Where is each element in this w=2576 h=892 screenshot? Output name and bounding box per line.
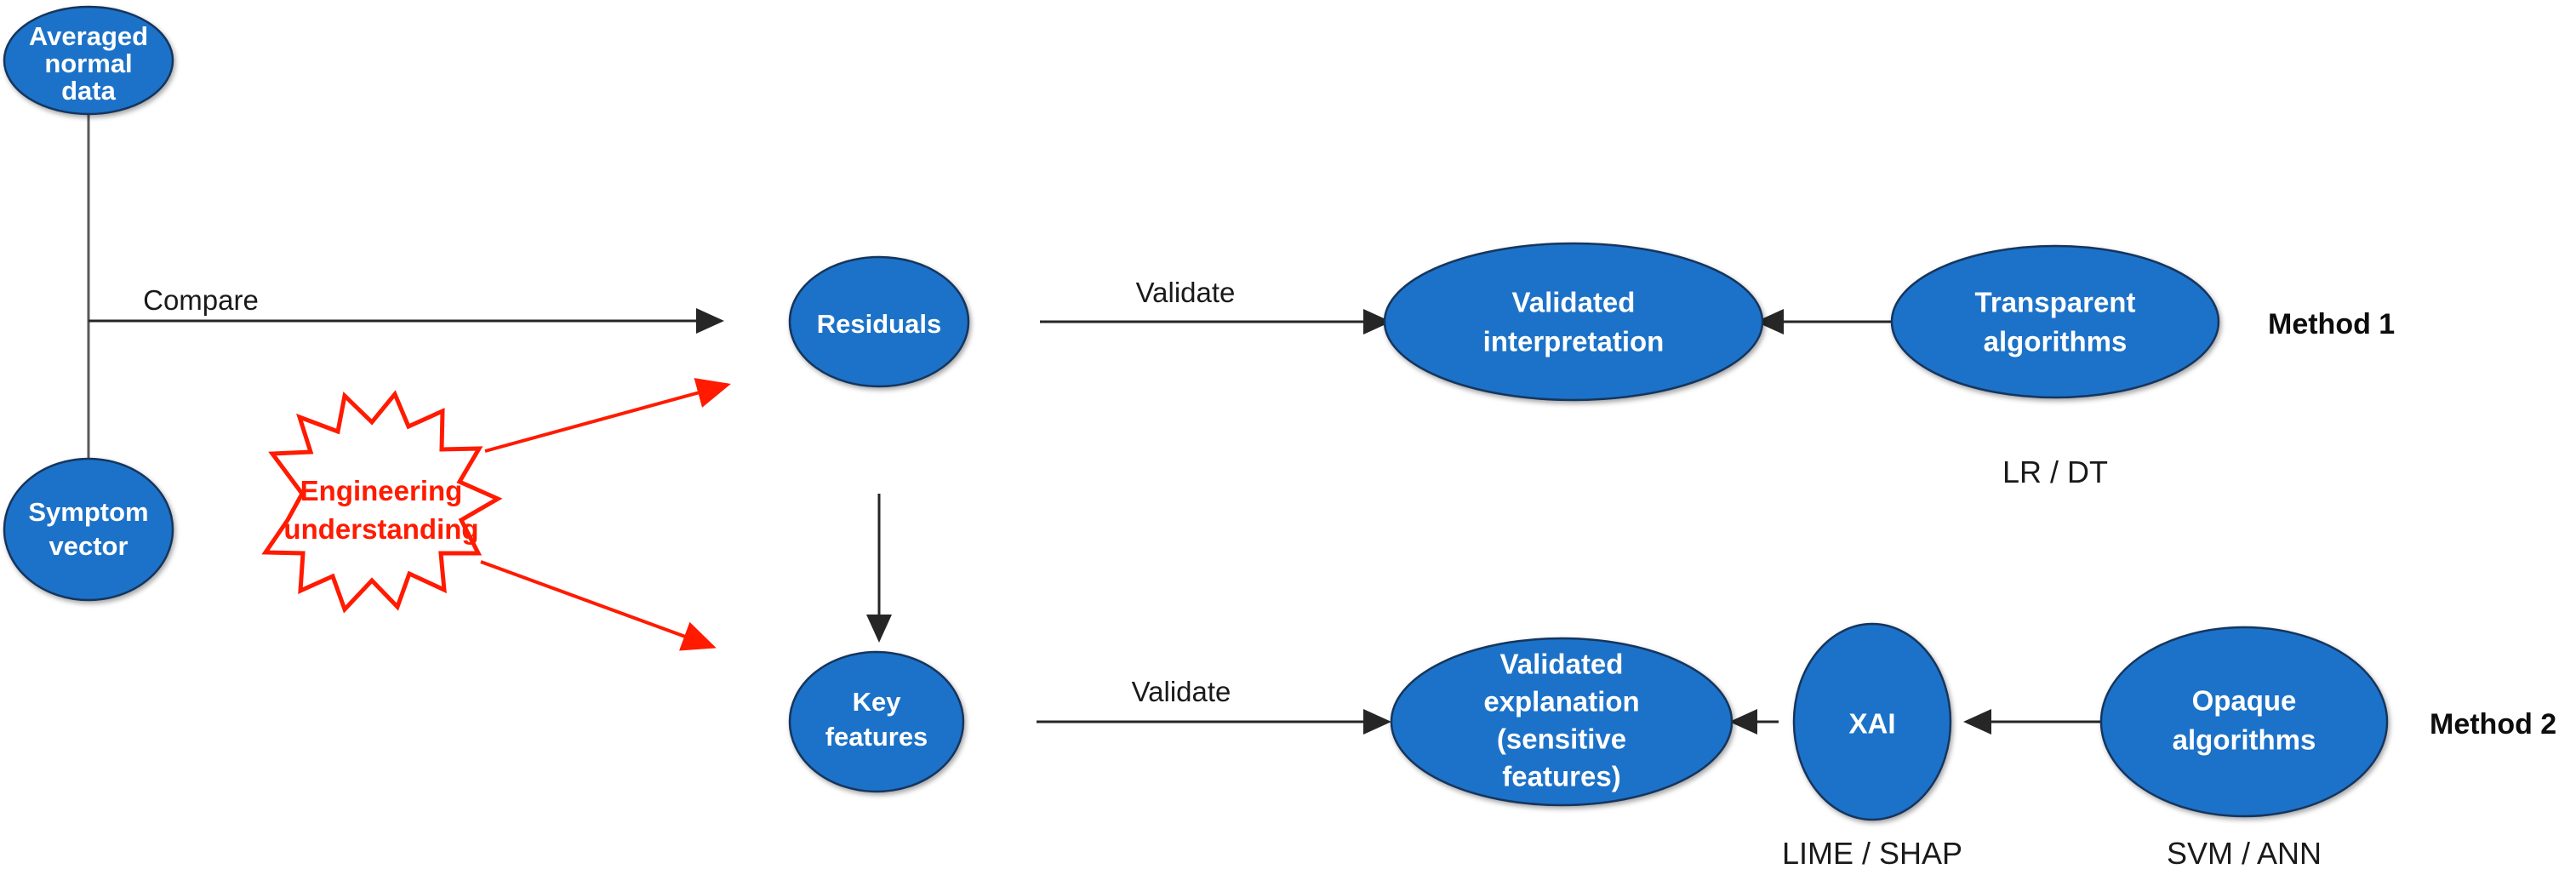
edge-label-compare: Compare: [143, 284, 259, 316]
callout-arrow-to-residuals: [484, 378, 731, 453]
node-opaque-algorithms-line-1: Opaque: [2192, 685, 2297, 717]
node-symptom-vector-line-2: vector: [49, 531, 128, 561]
node-xai-label: XAI: [1848, 708, 1895, 740]
node-transparent-algorithms-line-2: algorithms: [1984, 326, 2128, 357]
node-validated-explanation-line-1: Validated: [1500, 649, 1624, 680]
callout-line-1: Engineering: [300, 475, 463, 506]
node-validated-explanation-line-4: features): [1502, 761, 1620, 792]
node-xai[interactable]: XAI: [1792, 622, 1952, 821]
node-validated-interpretation[interactable]: Validated interpretation: [1383, 242, 1764, 402]
edge-label-validate-top: Validate: [1136, 277, 1236, 308]
annotation-lr-dt: LR / DT: [2002, 455, 2108, 489]
callout-line-2: understanding: [283, 513, 478, 545]
node-symptom-vector-line-1: Symptom: [28, 497, 148, 527]
node-validated-interpretation-line-1: Validated: [1512, 287, 1636, 318]
node-residuals[interactable]: Residuals: [788, 255, 970, 388]
node-key-features-line-1: Key: [853, 687, 902, 717]
node-residuals-label: Residuals: [817, 309, 941, 339]
node-key-features[interactable]: Key features: [788, 650, 965, 793]
node-validated-interpretation-line-2: interpretation: [1483, 326, 1665, 357]
node-averaged-normal-data-line-2: normal: [44, 49, 132, 78]
node-validated-explanation-line-2: explanation: [1483, 686, 1639, 718]
edge-label-validate-bottom: Validate: [1132, 676, 1231, 707]
annotation-lime-shap: LIME / SHAP: [1782, 836, 1962, 871]
node-validated-explanation[interactable]: Validated explanation (sensitive feature…: [1390, 637, 1734, 807]
annotation-svm-ann: SVM / ANN: [2167, 836, 2322, 871]
node-averaged-normal-data-line-1: Averaged: [29, 21, 148, 51]
node-opaque-algorithms-line-2: algorithms: [2173, 724, 2316, 756]
node-validated-explanation-line-3: (sensitive: [1497, 723, 1626, 755]
annotation-method-2: Method 2: [2430, 708, 2556, 740]
node-averaged-normal-data[interactable]: Averaged normal data: [3, 5, 174, 116]
callout-starburst-outline: [261, 390, 503, 614]
annotation-method-1: Method 1: [2268, 308, 2395, 340]
node-symptom-vector[interactable]: Symptom vector: [3, 457, 174, 602]
node-transparent-algorithms[interactable]: Transparent algorithms: [1890, 244, 2220, 399]
node-transparent-algorithms-line-1: Transparent: [1975, 287, 2136, 318]
node-key-features-line-2: features: [825, 722, 928, 752]
callout-arrow-to-key-features: [480, 560, 717, 651]
callout-engineering-understanding[interactable]: Engineering understanding: [261, 390, 503, 614]
node-opaque-algorithms[interactable]: Opaque algorithms: [2099, 626, 2389, 818]
node-averaged-normal-data-line-3: data: [61, 76, 117, 106]
